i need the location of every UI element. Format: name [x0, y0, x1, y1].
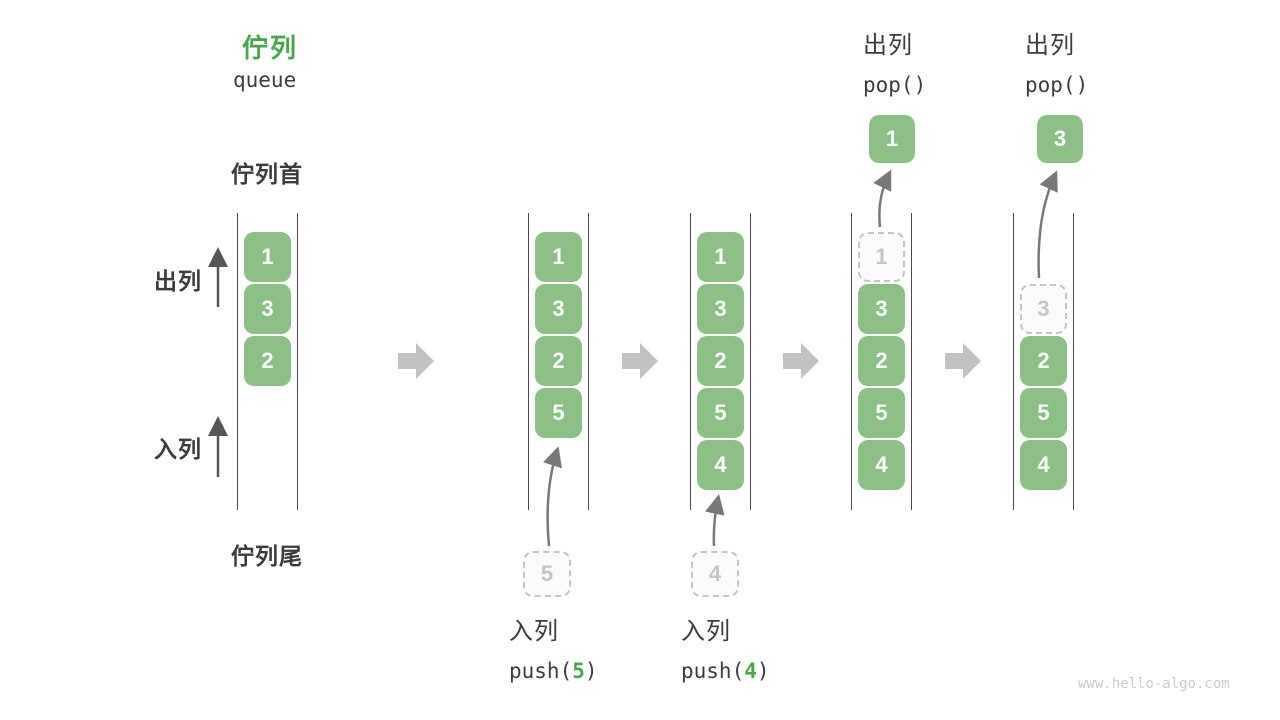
queue-cell: 2: [858, 336, 905, 386]
queue-cell: 5: [858, 388, 905, 438]
queue-front-label: 佇列首: [231, 161, 303, 187]
removed-ghost-cell: 3: [1020, 284, 1067, 334]
removed-ghost-cell: 1: [858, 232, 905, 282]
queue-state-5: 3 2 5 4: [1013, 213, 1074, 510]
push-arg-value: 4: [744, 659, 757, 683]
popped-cell: 1: [869, 115, 915, 163]
queue-cell: 5: [697, 388, 744, 438]
queue-cell: 3: [244, 284, 291, 334]
queue-cell: 3: [858, 284, 905, 334]
queue-cell: 1: [244, 232, 291, 282]
queue-cell: 5: [535, 388, 582, 438]
popped-cell: 3: [1037, 115, 1083, 163]
push-caption: 入列 push(5): [509, 612, 598, 690]
diagram-subtitle: queue: [233, 68, 297, 92]
enqueue-direction-label: 入列: [154, 436, 202, 462]
queue-cell: 2: [1020, 336, 1067, 386]
queue-cell: 4: [858, 440, 905, 490]
state-transition-arrow-icon: [783, 343, 819, 379]
queue-state-3: 1 3 2 5 4: [690, 213, 751, 510]
queue-state-4: 1 3 2 5 4: [851, 213, 912, 510]
queue-cell: 1: [697, 232, 744, 282]
queue-cell: 2: [535, 336, 582, 386]
queue-cell: 2: [244, 336, 291, 386]
queue-cell: 4: [697, 440, 744, 490]
pop-caption: 出列 pop(): [1025, 26, 1088, 104]
queue-cell: 3: [697, 284, 744, 334]
push-op-label: 入列: [681, 618, 731, 645]
queue-cell: 4: [1020, 440, 1067, 490]
pop-code-label: pop(): [1025, 73, 1089, 97]
pop-caption: 出列 pop(): [863, 26, 926, 104]
incoming-ghost-cell: 5: [523, 551, 571, 597]
queue-state-1: 1 3 2: [237, 213, 298, 510]
queue-rear-label: 佇列尾: [231, 543, 303, 569]
state-transition-arrow-icon: [398, 343, 434, 379]
push-caption: 入列 push(4): [681, 612, 770, 690]
watermark: www.hello-algo.com: [1078, 676, 1230, 692]
incoming-ghost-cell: 4: [691, 551, 739, 597]
queue-cell: 5: [1020, 388, 1067, 438]
queue-cell: 1: [535, 232, 582, 282]
push-code-label: push(4): [681, 659, 770, 683]
push-code-label: push(5): [509, 659, 598, 683]
queue-cell: 3: [535, 284, 582, 334]
pop-op-label: 出列: [863, 32, 913, 59]
diagram-title: 佇列: [242, 33, 299, 63]
queue-cell: 2: [697, 336, 744, 386]
pop-code-label: pop(): [863, 73, 927, 97]
state-transition-arrow-icon: [945, 343, 981, 379]
pop-op-label: 出列: [1025, 32, 1075, 59]
push-arg-value: 5: [572, 659, 585, 683]
push-op-label: 入列: [509, 618, 559, 645]
queue-state-2: 1 3 2 5: [528, 213, 589, 510]
dequeue-direction-label: 出列: [154, 268, 202, 294]
state-transition-arrow-icon: [622, 343, 658, 379]
